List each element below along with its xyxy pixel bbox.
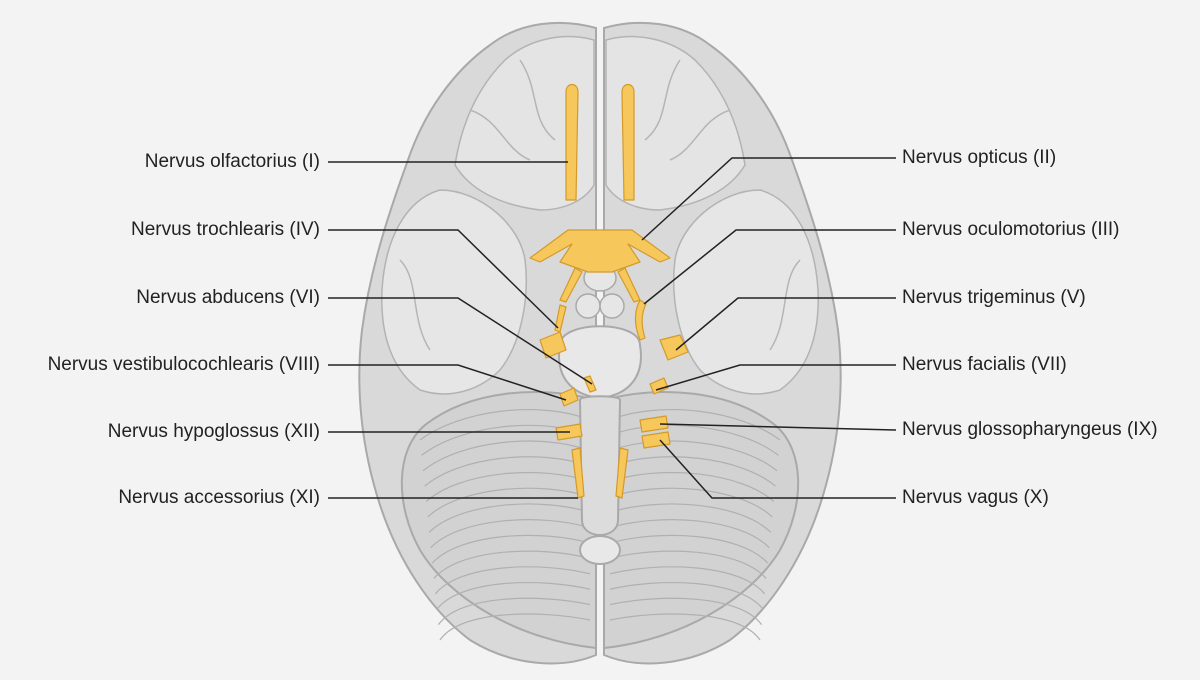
pons bbox=[558, 325, 642, 400]
right-frontal-lobe bbox=[605, 35, 746, 211]
folium-right bbox=[609, 487, 773, 518]
leader-trigeminus bbox=[675, 297, 896, 351]
leader-trochlearis bbox=[328, 229, 559, 329]
folium-left bbox=[437, 597, 591, 625]
label-trochlearis: Nervus trochlearis (IV) bbox=[131, 219, 320, 240]
label-glossopharyngeus: Nervus glossopharyngeus (IX) bbox=[902, 419, 1158, 440]
olfactory-tract-left bbox=[565, 83, 579, 201]
label-facialis: Nervus facialis (VII) bbox=[902, 354, 1067, 375]
folium-right bbox=[609, 408, 781, 441]
folium-left bbox=[427, 487, 591, 518]
trigeminal-nerve-left bbox=[539, 331, 567, 359]
leader-opticus bbox=[641, 157, 896, 241]
folium-right bbox=[609, 440, 778, 472]
right-temporal-lobe bbox=[672, 189, 819, 395]
label-opticus: Nervus opticus (II) bbox=[902, 147, 1057, 168]
label-oculomotorius: Nervus oculomotorius (III) bbox=[902, 219, 1120, 240]
label-vagus: Nervus vagus (X) bbox=[902, 487, 1049, 508]
optic-tract-left bbox=[559, 267, 583, 303]
cerebellar-folia bbox=[419, 408, 781, 641]
label-accessorius: Nervus accessorius (XI) bbox=[118, 487, 320, 508]
cerebellum bbox=[400, 391, 800, 650]
folium-left bbox=[431, 534, 591, 564]
label-vestibulocochlearis: Nervus vestibulocochlearis (VIII) bbox=[47, 354, 320, 375]
leader-glossopharyngeus bbox=[659, 423, 897, 431]
folium-right bbox=[609, 471, 775, 502]
folium-left bbox=[434, 566, 591, 595]
folium-right bbox=[609, 581, 764, 610]
trigeminal-nerve-right bbox=[659, 334, 689, 361]
folium-right bbox=[609, 550, 767, 579]
optic-chiasm bbox=[529, 229, 671, 273]
label-olfactorius: Nervus olfactorius (I) bbox=[144, 151, 320, 172]
folium-left bbox=[425, 471, 591, 502]
label-abducens: Nervus abducens (VI) bbox=[136, 287, 320, 308]
folium-left bbox=[439, 613, 591, 641]
spinal-cord-section bbox=[579, 535, 621, 565]
vestibulocochlear-nerve-left bbox=[559, 387, 579, 407]
left-cerebellar-hemisphere bbox=[400, 391, 597, 650]
accessory-nerve-left bbox=[571, 447, 585, 499]
mammillary-left bbox=[575, 293, 601, 319]
folium-right bbox=[609, 519, 770, 549]
folium-left bbox=[419, 408, 591, 441]
folium-right bbox=[609, 613, 761, 641]
leader-oculomotorius bbox=[643, 229, 896, 305]
folium-left bbox=[433, 550, 591, 579]
folium-right bbox=[609, 534, 769, 564]
leader-vagus bbox=[659, 439, 896, 499]
leader-abducens bbox=[328, 297, 593, 385]
folium-left bbox=[424, 456, 591, 487]
folium-right bbox=[609, 597, 763, 625]
folium-left bbox=[436, 581, 591, 610]
folium-left bbox=[422, 440, 591, 472]
folium-left bbox=[430, 519, 591, 549]
left-frontal-lobe bbox=[454, 35, 595, 211]
label-hypoglossus: Nervus hypoglossus (XII) bbox=[107, 421, 320, 442]
olfactory-tract-right bbox=[621, 83, 635, 201]
folium-right bbox=[609, 566, 766, 595]
glossopharyngeal-nerve-right bbox=[639, 415, 669, 433]
brainstem bbox=[558, 264, 642, 565]
oculomotor-nerve-right bbox=[634, 299, 647, 341]
mammillary-right bbox=[599, 293, 625, 319]
medulla bbox=[578, 395, 622, 536]
right-cerebellar-hemisphere bbox=[603, 391, 800, 650]
left-temporal-lobe bbox=[381, 189, 528, 395]
facial-nerve-right bbox=[649, 377, 669, 395]
leader-lines bbox=[328, 157, 897, 499]
optic-tract-right bbox=[617, 267, 641, 303]
label-trigeminus: Nervus trigeminus (V) bbox=[902, 287, 1086, 308]
leader-facialis bbox=[655, 364, 896, 391]
folium-left bbox=[428, 503, 591, 533]
leader-vestibulocochlearis bbox=[328, 364, 567, 401]
folium-right bbox=[609, 503, 772, 533]
folium-right bbox=[609, 424, 779, 456]
folium-right bbox=[609, 456, 776, 487]
accessory-nerve-right bbox=[615, 447, 629, 499]
